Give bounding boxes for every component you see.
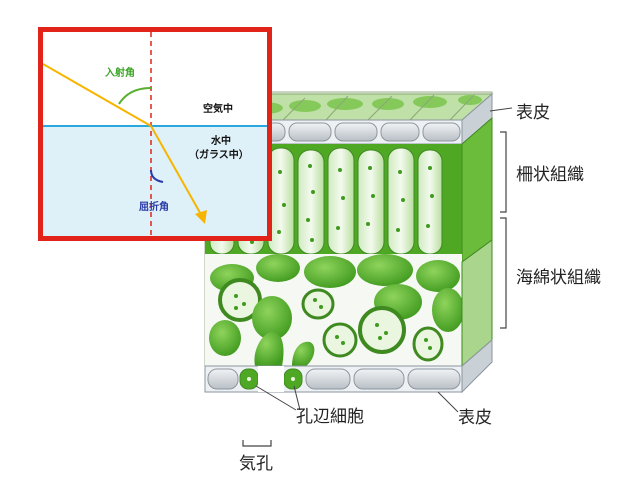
water-region: [43, 126, 267, 236]
label-guard-cells: 孔辺細胞: [296, 407, 364, 427]
incidence-angle-arc: [118, 87, 152, 105]
refraction-inset: 入射角 屈折角 空気中 水中 （ガラス中）: [38, 27, 272, 241]
label-water: 水中: [211, 136, 231, 147]
refracted-ray: [150, 125, 204, 219]
label-epidermis-top: 表皮: [516, 103, 550, 123]
bottom-epidermis: [204, 338, 493, 394]
label-palisade-tissue: 柵状組織: [516, 165, 584, 185]
label-incidence-angle: 入射角: [105, 68, 135, 79]
layer-brackets: [242, 131, 507, 447]
refraction-diagram: [43, 32, 267, 236]
label-water-glass: （ガラス中）: [189, 150, 249, 161]
top-epidermis-surface: [203, 93, 494, 121]
label-stoma: 気孔: [239, 454, 273, 474]
label-spongy-tissue: 海綿状組織: [516, 268, 601, 288]
label-refraction-angle: 屈折角: [139, 202, 169, 213]
leader-lines: [255, 107, 513, 413]
incident-ray: [43, 63, 152, 127]
label-epidermis-bottom: 表皮: [458, 408, 492, 428]
spongy-cells: [205, 239, 493, 368]
refraction-angle-arc: [150, 169, 164, 183]
ray-arrowhead: [195, 210, 207, 224]
label-air: 空気中: [203, 104, 233, 115]
